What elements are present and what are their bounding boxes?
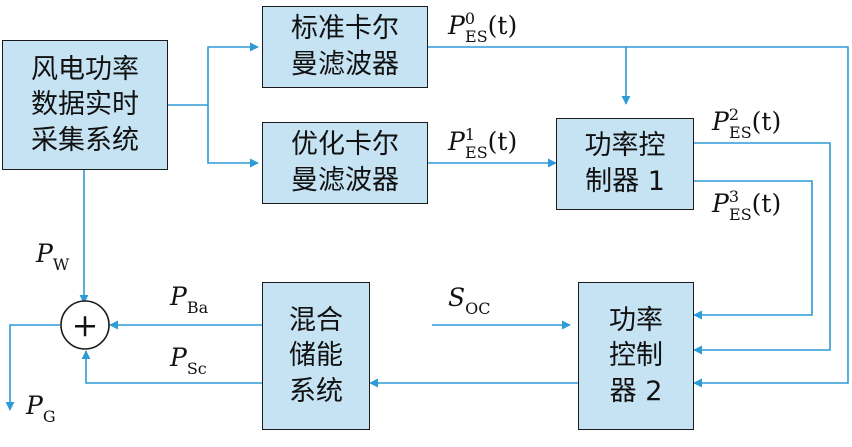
label-pw: PW — [35, 239, 70, 274]
summing-junction: + — [60, 300, 110, 350]
standard-kalman-filter-block: 标准卡尔 曼滤波器 — [262, 6, 428, 88]
label-psc: PSc — [169, 343, 207, 378]
wind-data-acquisition-block: 风电功率 数据实时 采集系统 — [2, 40, 168, 170]
label-pba: PBa — [169, 282, 209, 317]
hess-label: 混合 储能 系统 — [289, 304, 343, 407]
pes2-line — [693, 142, 831, 355]
standard-kf-label: 标准卡尔 曼滤波器 — [291, 13, 399, 80]
pes0-to-ctrl2-line — [626, 46, 849, 388]
label-soc: SOC — [448, 283, 491, 318]
power-controller-1-block: 功率控 制器 1 — [556, 118, 694, 210]
pes3-line — [693, 180, 813, 320]
optimized-kalman-filter-block: 优化卡尔 曼滤波器 — [262, 122, 428, 204]
ctrl2-label: 功率 控制 器 2 — [609, 304, 663, 407]
wind-to-optimized-kf-line — [207, 105, 259, 168]
label-pg: PG — [25, 391, 56, 426]
sum-symbol: + — [72, 306, 99, 344]
wind-to-filters-line — [168, 42, 259, 106]
power-controller-2-block: 功率 控制 器 2 — [578, 282, 694, 430]
optimized-kf-label: 优化卡尔 曼滤波器 — [291, 129, 399, 196]
psc-line — [81, 350, 262, 384]
hybrid-storage-system-block: 混合 储能 系统 — [262, 282, 370, 430]
pes0-to-ctrl1-line — [428, 46, 631, 105]
wind-block-label: 风电功率 数据实时 采集系统 — [31, 53, 139, 156]
pg-output-line — [5, 324, 60, 411]
ctrl1-label: 功率控 制器 1 — [584, 130, 666, 197]
